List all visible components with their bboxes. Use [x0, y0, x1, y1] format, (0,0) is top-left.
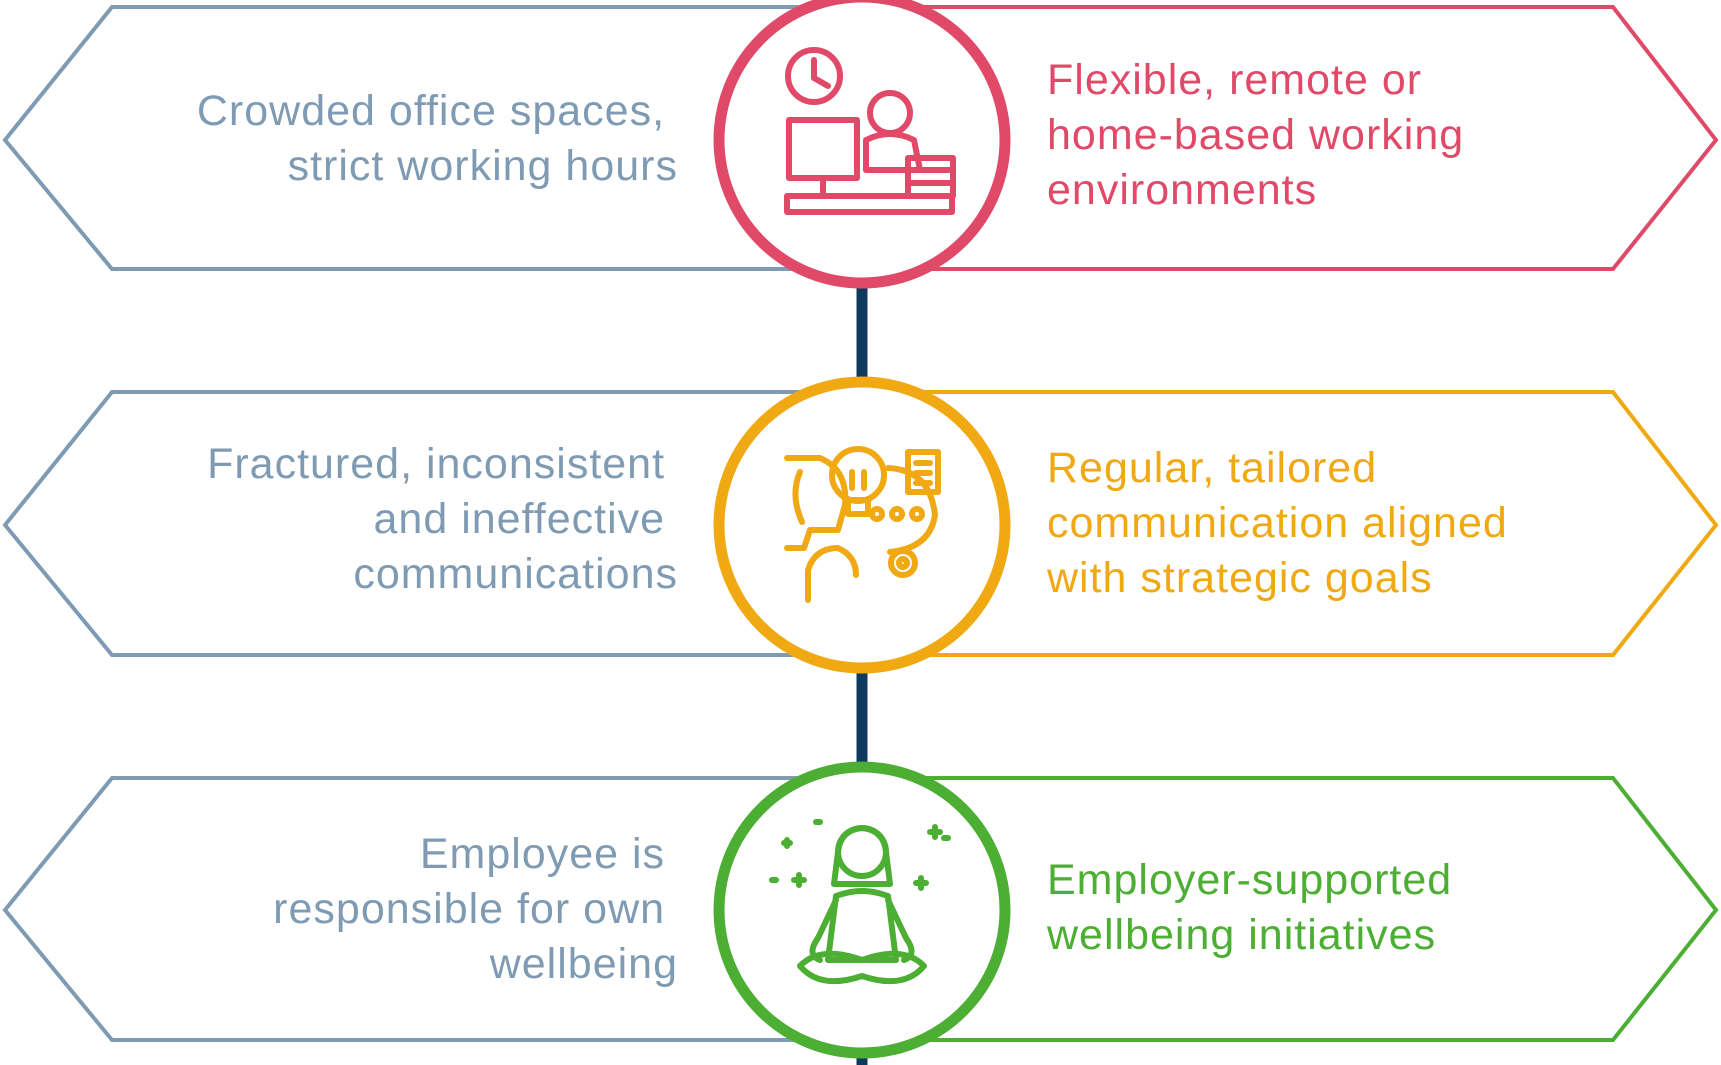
- row-1-new-way-line-1: Flexible, remote or: [1047, 56, 1422, 104]
- row-1-old-way-text: Crowded office spaces, strict working ho…: [197, 87, 678, 190]
- row-1-new-way-text: Flexible, remote or home-based working e…: [1047, 56, 1477, 214]
- row-1-new-way-line-3: environments: [1047, 166, 1317, 214]
- row-3-new-way-line-1: Employer-supported: [1047, 856, 1452, 904]
- row-2-icon-ring: [713, 376, 1011, 674]
- row-2-old-way-line-2: and ineffective: [374, 495, 666, 543]
- meditating-person-icon: [769, 819, 951, 985]
- row-1-icon-ring: [713, 0, 1011, 289]
- row-3-icon-ring: [713, 761, 1011, 1059]
- office-worker-desk-clock-icon: [784, 47, 956, 215]
- row-3-new-way-line-2: wellbeing initiatives: [1046, 911, 1436, 959]
- row-1-old-way-line-2: strict working hours: [288, 142, 678, 190]
- row-2-old-way-line-1: Fractured, inconsistent: [207, 440, 665, 488]
- row-2-new-way-line-2: communication aligned: [1047, 499, 1508, 547]
- row-2-new-way-line-3: with strategic goals: [1046, 554, 1433, 602]
- row-2-old-way-text: Fractured, inconsistent and ineffective …: [207, 440, 678, 598]
- row-2-new-way-line-1: Regular, tailored: [1047, 444, 1377, 492]
- row-3-old-way-text: Employee is responsible for own wellbein…: [273, 830, 678, 988]
- row-3-old-way-line-1: Employee is: [420, 830, 665, 878]
- row-1: Crowded office spaces, strict working ho…: [2, 0, 1719, 289]
- row-3-old-way-line-3: wellbeing: [489, 940, 678, 988]
- row-2: Fractured, inconsistent and ineffective …: [2, 376, 1719, 674]
- row-1-old-way-line-1: Crowded office spaces,: [197, 87, 665, 135]
- head-lightbulb-speech-bubble-gear-icon: [784, 446, 941, 603]
- row-3: Employee is responsible for own wellbein…: [2, 761, 1719, 1059]
- row-1-new-way-line-2: home-based working: [1047, 111, 1464, 159]
- row-2-old-way-line-3: communications: [353, 550, 678, 598]
- row-3-old-way-line-2: responsible for own: [273, 885, 665, 933]
- row-3-new-way-text: Employer-supported wellbeing initiatives: [1046, 856, 1465, 959]
- row-2-new-way-text: Regular, tailored communication aligned …: [1046, 444, 1521, 602]
